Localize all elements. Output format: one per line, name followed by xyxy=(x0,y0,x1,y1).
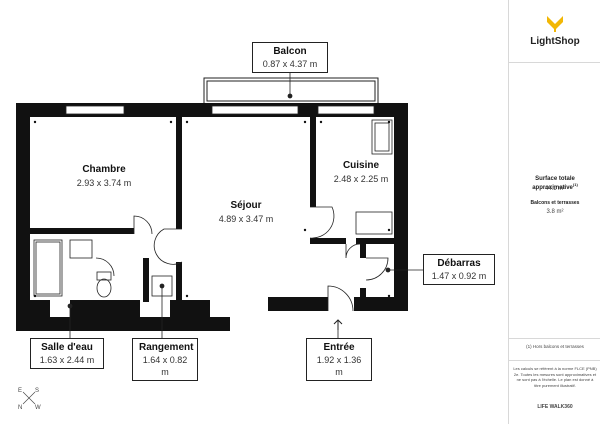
footnote: (1) Hors balcons et terrasses xyxy=(526,344,584,349)
compass-w: W xyxy=(35,405,41,411)
callout-debarras: Débarras 1.47 x 0.92 m xyxy=(423,254,495,285)
kitchen-fixtures xyxy=(355,119,393,235)
credit: LIFE WALK360 xyxy=(537,404,573,410)
balcony-area-label: Balcons et terrasses xyxy=(530,200,580,206)
callout-name: Débarras xyxy=(437,258,481,269)
entrance-arrow-icon xyxy=(333,319,343,330)
callout-dims: 1.64 x 0.82 m xyxy=(142,355,188,377)
bathroom-fixtures xyxy=(33,239,112,298)
room-name-sejour: Séjour xyxy=(230,200,261,211)
callout-dims: 1.92 x 1.36 m xyxy=(316,355,362,377)
divider xyxy=(509,338,600,339)
compass-n: N xyxy=(18,405,22,411)
callout-rangement: Rangement 1.64 x 0.82 m xyxy=(132,338,198,381)
compass-s: S xyxy=(35,388,39,394)
disclaimer: Les calculs se réfèrent à la norme FLCE … xyxy=(513,366,597,388)
room-dims-sejour: 4.89 x 3.47 m xyxy=(219,214,274,224)
callout-name: Rangement xyxy=(139,342,194,353)
callout-name: Entrée xyxy=(323,342,355,353)
divider xyxy=(509,62,600,63)
total-area-label: Surface totale approximative(1) xyxy=(513,176,597,191)
callout-salle-deau: Salle d'eau 1.63 x 2.44 m xyxy=(30,338,104,369)
compass-rose: E S N W xyxy=(18,388,41,411)
balcony-area-value: 3.8 m² xyxy=(546,209,564,215)
callout-name: Balcon xyxy=(273,46,307,57)
brand-name: LightShop xyxy=(530,36,580,47)
exterior-walls xyxy=(16,103,408,331)
callout-leaders xyxy=(67,70,423,338)
balcony-outline xyxy=(203,77,379,105)
lightshop-logo-icon xyxy=(547,16,563,32)
door-swings xyxy=(95,206,389,312)
room-name-cuisine: Cuisine xyxy=(343,160,380,171)
windows xyxy=(65,105,375,115)
room-name-chambre: Chambre xyxy=(82,164,126,175)
total-area-value: 44.1 m² xyxy=(544,186,566,192)
corner-markers xyxy=(33,120,391,298)
callout-dims: 0.87 x 4.37 m xyxy=(262,59,318,69)
callout-balcon: Balcon 0.87 x 4.37 m xyxy=(252,42,328,73)
total-area-text: Surface totale approximative xyxy=(532,176,575,191)
compass-e: E xyxy=(18,388,22,394)
callout-dims: 1.63 x 2.44 m xyxy=(39,355,95,365)
interior-walls xyxy=(30,117,394,302)
summary-panel: LightShop Surface totale approximative(1… xyxy=(508,0,600,424)
total-area-sup: (1) xyxy=(572,182,578,187)
callout-entree: Entrée 1.92 x 1.36 m xyxy=(306,338,372,381)
divider xyxy=(509,360,600,361)
callout-name: Salle d'eau xyxy=(41,342,93,353)
room-dims-chambre: 2.93 x 3.74 m xyxy=(77,178,132,188)
room-dims-cuisine: 2.48 x 2.25 m xyxy=(334,174,389,184)
callout-dims: 1.47 x 0.92 m xyxy=(431,271,487,281)
